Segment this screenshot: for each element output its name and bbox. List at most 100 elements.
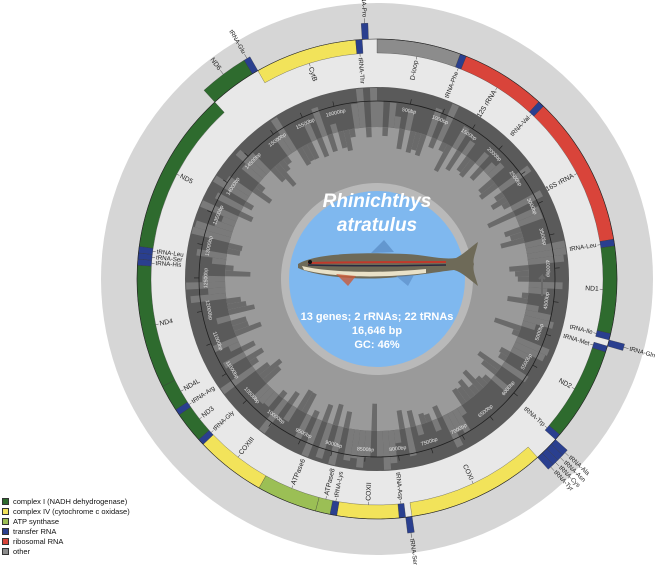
legend-swatch bbox=[2, 517, 9, 525]
label-leader bbox=[188, 402, 192, 405]
gc-bar bbox=[191, 226, 231, 243]
gc-bar bbox=[510, 346, 529, 360]
gc-bar bbox=[211, 257, 227, 265]
gc-bar bbox=[393, 116, 402, 129]
gc-bar bbox=[228, 304, 256, 316]
tick-mark bbox=[206, 343, 212, 346]
gc-bar bbox=[521, 292, 529, 299]
feature-label: tRNA-Ser bbox=[156, 254, 183, 264]
gc-bar bbox=[377, 100, 384, 128]
gc-bar bbox=[232, 321, 250, 332]
gc-bar bbox=[216, 315, 231, 325]
gc-bar bbox=[246, 347, 265, 362]
tick-label: 5000bp bbox=[534, 323, 545, 341]
legend-item: other bbox=[2, 546, 130, 556]
legend: complex I (NADH dehydrogenase)complex IV… bbox=[2, 496, 130, 556]
species-name-line1: Rhinichthys bbox=[323, 191, 432, 212]
gc-bar bbox=[350, 103, 361, 129]
gc-bar bbox=[462, 369, 484, 392]
tick-mark bbox=[332, 101, 335, 107]
gc-bar bbox=[227, 248, 241, 256]
gc-bar bbox=[424, 413, 432, 423]
tick-mark bbox=[222, 179, 228, 183]
gc-bar bbox=[452, 408, 471, 434]
tick-mark bbox=[221, 373, 227, 377]
gc-bar bbox=[226, 296, 242, 305]
legend-label: ATP synthase bbox=[13, 516, 59, 526]
gc-bar bbox=[248, 152, 271, 175]
gc-bar bbox=[371, 403, 377, 431]
gc-bar bbox=[202, 275, 226, 283]
gc-bar bbox=[296, 146, 312, 166]
label-leader bbox=[550, 466, 555, 471]
direction-arrow bbox=[538, 273, 546, 296]
gc-bar bbox=[475, 151, 490, 167]
gc-bar bbox=[225, 175, 253, 197]
gc-bar bbox=[230, 316, 248, 326]
gc-bar bbox=[493, 317, 522, 332]
gc-bar bbox=[365, 127, 372, 138]
label-leader bbox=[325, 496, 327, 500]
feature-label: D-loop bbox=[409, 60, 419, 81]
gc-bar bbox=[255, 182, 266, 193]
label-leader bbox=[199, 416, 203, 420]
gc-bar bbox=[515, 336, 550, 356]
gc-bar bbox=[452, 125, 470, 150]
gc-bar bbox=[511, 329, 520, 337]
gc-bar bbox=[328, 425, 344, 466]
tick-label: 7500bp bbox=[420, 437, 438, 448]
gc-bar bbox=[252, 187, 273, 204]
label-leader bbox=[410, 532, 412, 538]
gc-bar bbox=[222, 351, 247, 369]
gc-bar bbox=[509, 264, 529, 272]
feature-label: CytB bbox=[307, 66, 318, 83]
gc-bar bbox=[207, 287, 226, 295]
tick-mark bbox=[520, 171, 526, 175]
tick-mark bbox=[498, 145, 503, 150]
gc-bar bbox=[301, 392, 317, 414]
gc-bar bbox=[494, 191, 505, 202]
label-leader bbox=[590, 343, 594, 346]
gc-bar bbox=[509, 232, 524, 241]
tick-label: 16000bp bbox=[325, 108, 346, 119]
tick-mark bbox=[553, 301, 559, 303]
gc-bar bbox=[498, 165, 532, 192]
gc-bar bbox=[287, 391, 300, 406]
legend-item: transfer RNA bbox=[2, 526, 130, 536]
legend-swatch bbox=[2, 537, 9, 545]
feature-label: tRNA-Leu bbox=[156, 249, 184, 259]
label-leader bbox=[471, 480, 474, 484]
label-leader bbox=[564, 452, 569, 457]
gc-bar bbox=[196, 248, 228, 260]
gc-bar bbox=[501, 361, 529, 383]
gc-bar bbox=[243, 201, 255, 211]
gc-bar bbox=[404, 427, 417, 457]
gc-bar bbox=[258, 387, 275, 405]
tick-mark bbox=[196, 311, 203, 313]
tick-mark bbox=[472, 124, 476, 129]
center-text: Rhinichthys atratulus 13 genes; 2 rRNAs;… bbox=[301, 191, 454, 351]
gc-bar bbox=[214, 192, 244, 212]
gc-bar bbox=[270, 117, 297, 153]
gc-bar bbox=[491, 375, 510, 392]
gc-bar bbox=[525, 304, 539, 313]
gc-bar bbox=[278, 389, 288, 399]
legend-item: complex IV (cytochrome c oxidase) bbox=[2, 506, 130, 516]
feature-label: tRNA-Leu bbox=[569, 242, 597, 253]
gc-bar bbox=[418, 412, 427, 425]
legend-label: ribosomal RNA bbox=[13, 536, 64, 546]
legend-label: transfer RNA bbox=[13, 526, 57, 536]
gc-bar bbox=[252, 383, 271, 402]
feature-label: tRNA-Pro bbox=[359, 0, 367, 18]
gc-bar bbox=[221, 216, 237, 227]
gc-bar bbox=[457, 386, 471, 402]
gc-bar bbox=[275, 134, 293, 157]
gc-bar bbox=[356, 430, 366, 468]
gc-bar bbox=[433, 144, 453, 173]
gc-bar bbox=[428, 137, 438, 149]
feature-ring bbox=[136, 23, 625, 534]
feature-label: tRNA-Asp bbox=[394, 472, 404, 501]
label-leader bbox=[210, 430, 214, 433]
core-disc bbox=[289, 191, 465, 367]
genome-stats-line2: 16,646 bp bbox=[352, 325, 402, 337]
